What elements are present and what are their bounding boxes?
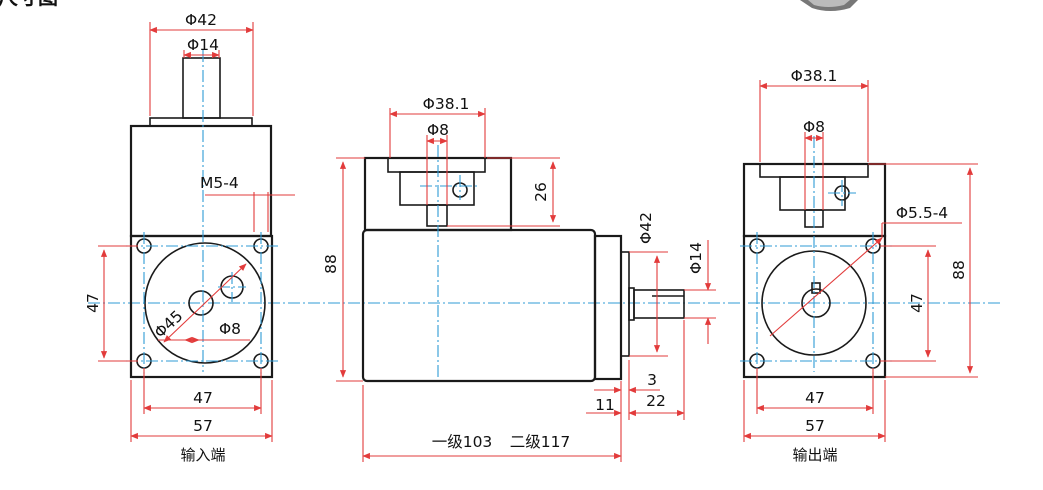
side-input-shaft bbox=[426, 204, 448, 227]
label-length-one-stage: 一级103 bbox=[432, 433, 493, 451]
label-side-flange: Φ38.1 bbox=[423, 95, 470, 113]
output-key bbox=[811, 282, 821, 294]
label-shaft-inner: Φ14 bbox=[187, 36, 219, 54]
side-pilot bbox=[620, 251, 630, 357]
label-bolt-spacing-v: 47 bbox=[84, 293, 102, 313]
label-shaft-outer: Φ42 bbox=[185, 11, 217, 29]
input-shaft bbox=[182, 57, 221, 119]
label-mount-hole: Φ5.5-4 bbox=[896, 204, 948, 222]
label-output-body-width: 57 bbox=[805, 417, 825, 435]
drawing-title: 尺寸图 bbox=[0, 0, 58, 9]
label-shoulder: 3 bbox=[647, 371, 657, 389]
dim-bolt-circle bbox=[163, 263, 247, 343]
product-photo-fragment bbox=[800, 0, 858, 11]
input-square-flange bbox=[129, 234, 274, 379]
label-hole: Φ8 bbox=[219, 320, 241, 338]
label-output-body-height: 88 bbox=[950, 260, 968, 280]
input-view-caption: 输入端 bbox=[180, 446, 225, 464]
side-output-shaft bbox=[633, 289, 685, 319]
output-view-caption: 输出端 bbox=[792, 446, 837, 464]
label-flange-height: 26 bbox=[532, 182, 550, 202]
output-end-view: Φ38.1 Φ8 Φ5.5-4 88 47 47 57 输出端 bbox=[740, 67, 978, 464]
side-view: Φ38.1 Φ8 26 88 Φ42 Φ14 3 11 22 bbox=[322, 95, 716, 462]
label-pilot-len: 11 bbox=[595, 396, 615, 414]
label-output-shaft: Φ14 bbox=[687, 242, 705, 274]
side-motor-body bbox=[361, 228, 597, 383]
label-length-two-stage: 二级117 bbox=[510, 433, 571, 451]
input-end-view: Φ42 Φ14 M5-4 47 47 57 输入端 Φ45 Φ8 bbox=[84, 11, 295, 464]
label-bolt-spacing-h: 47 bbox=[193, 389, 213, 407]
output-shaft-circle bbox=[801, 288, 831, 318]
label-output-flange: Φ38.1 bbox=[791, 67, 838, 85]
label-body-height: 88 bbox=[322, 254, 340, 274]
label-shaft-len: 22 bbox=[646, 392, 666, 410]
side-flange-boss bbox=[399, 171, 475, 206]
label-thread: M5-4 bbox=[200, 174, 239, 192]
label-side-shaft: Φ8 bbox=[427, 121, 449, 139]
label-body-width: 57 bbox=[193, 417, 213, 435]
side-flange bbox=[387, 157, 486, 173]
dim-mount-hole bbox=[769, 237, 883, 337]
input-pilot-circle bbox=[144, 242, 266, 364]
input-collar bbox=[149, 117, 253, 127]
label-output-bolt-spacing-h: 47 bbox=[805, 389, 825, 407]
label-pilot: Φ42 bbox=[637, 212, 655, 244]
label-output-bolt-spacing-v: 47 bbox=[908, 293, 926, 313]
side-gearhead bbox=[593, 234, 623, 381]
label-output-shaft: Φ8 bbox=[803, 118, 825, 136]
